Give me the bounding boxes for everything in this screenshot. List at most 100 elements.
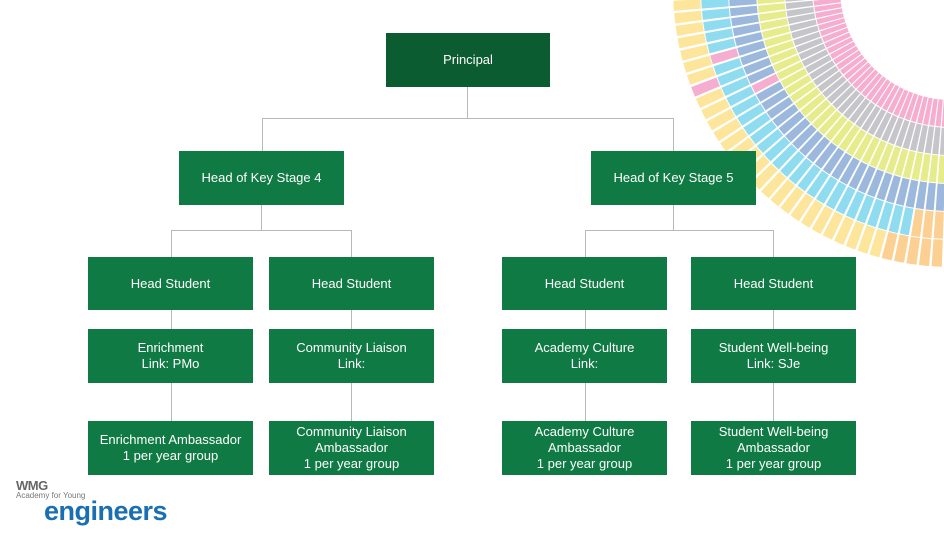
arc-segment <box>780 68 808 88</box>
connector <box>262 118 674 119</box>
arc-segment <box>756 81 784 102</box>
arc-segment <box>894 148 909 177</box>
arc-segment <box>877 202 894 231</box>
arc-segment <box>839 157 860 185</box>
arc-segment <box>743 112 771 136</box>
arc-segment <box>876 82 895 108</box>
arc-segment <box>877 143 894 171</box>
arc-segment <box>846 129 867 156</box>
arc-segment <box>869 140 887 168</box>
arc-segment <box>707 38 736 54</box>
arc-segment <box>902 150 916 179</box>
arc-segment <box>812 105 836 129</box>
arc-segment <box>806 99 831 123</box>
arc-segment <box>904 93 918 121</box>
arc-segment <box>895 177 910 206</box>
arc-segment <box>813 65 839 86</box>
arc-segment <box>713 118 742 142</box>
arc-segment <box>929 98 938 126</box>
arc-segment <box>868 109 887 136</box>
arc-segment <box>905 179 919 208</box>
arc-segment <box>855 102 876 128</box>
arc-segment <box>764 136 791 162</box>
head-student-box: Head Student <box>691 257 856 310</box>
arc-segment <box>674 10 702 24</box>
arc-segment <box>941 99 944 127</box>
arc-segment <box>791 25 819 39</box>
arc-segment <box>849 98 870 124</box>
arc-segment <box>770 179 796 207</box>
arc-segment <box>924 126 935 154</box>
arc-segment <box>731 95 760 117</box>
arc-segment <box>705 28 734 43</box>
arc-segment <box>837 90 860 114</box>
arc-segment <box>911 152 924 181</box>
arc-segment <box>939 127 944 155</box>
arc-segment <box>720 128 748 152</box>
arc-segment <box>729 0 757 7</box>
arc-segment <box>764 33 792 48</box>
arc-segment <box>751 73 780 93</box>
arc-segment <box>919 238 932 267</box>
arc-segment <box>822 211 844 240</box>
link-box: Student Well-being Link: SJe <box>691 329 856 383</box>
arc-segment <box>915 181 928 210</box>
arc-segment <box>848 161 868 190</box>
arc-segment <box>740 49 769 66</box>
ambassador-box: Community Liaison Ambassador 1 per year … <box>269 421 434 475</box>
arc-segment <box>831 120 854 146</box>
arc-segment <box>792 124 817 150</box>
arc-segment <box>836 50 862 70</box>
arc-segment <box>857 165 876 194</box>
arc-segment <box>856 195 875 224</box>
ambassador-box: Enrichment Ambassador 1 per year group <box>88 421 253 475</box>
arc-segment <box>757 3 786 13</box>
arc-segment <box>820 23 847 37</box>
arc-segment <box>848 62 871 84</box>
arc-segment <box>888 204 904 234</box>
link-box: Enrichment Link: PMo <box>88 329 253 383</box>
arc-segment <box>737 104 765 126</box>
arc-segment <box>888 117 904 145</box>
arc-segment <box>766 97 794 119</box>
arc-segment <box>932 127 941 155</box>
arc-segment <box>811 205 834 235</box>
arc-segment <box>825 181 847 210</box>
connector <box>262 118 263 151</box>
principal-box: Principal <box>386 33 550 87</box>
arc-segment <box>818 110 842 135</box>
arc-segment <box>726 86 755 107</box>
arc-segment <box>881 114 898 142</box>
logo-wmg: WMG <box>16 478 48 493</box>
arc-segment <box>815 8 843 19</box>
arc-segment <box>845 191 865 220</box>
arc-segment <box>839 124 860 151</box>
arc-segment <box>935 183 944 211</box>
arc-segment <box>827 80 851 104</box>
connector <box>261 205 262 230</box>
arc-segment <box>772 144 798 170</box>
arc-segment <box>902 121 916 150</box>
arc-segment <box>895 119 910 148</box>
arc-segment <box>931 239 943 267</box>
arc-segment <box>866 76 887 101</box>
connector <box>585 230 586 257</box>
arc-segment <box>750 120 777 145</box>
arc-segment <box>909 123 922 151</box>
connector <box>351 230 352 257</box>
arc-segment <box>731 14 759 27</box>
arc-segment <box>710 48 739 65</box>
arc-segment <box>785 0 814 10</box>
head-student-box: Head Student <box>502 257 667 310</box>
arc-segment <box>920 153 931 182</box>
arc-segment <box>922 210 934 239</box>
logo-engineers: engineers <box>44 496 168 526</box>
arc-segment <box>817 71 843 92</box>
arc-segment <box>832 85 856 109</box>
arc-segment <box>830 41 856 59</box>
arc-segment <box>800 93 826 117</box>
arc-segment <box>799 130 824 156</box>
arc-segment <box>856 69 879 93</box>
arc-segment <box>882 84 900 111</box>
arc-segment <box>852 66 875 89</box>
